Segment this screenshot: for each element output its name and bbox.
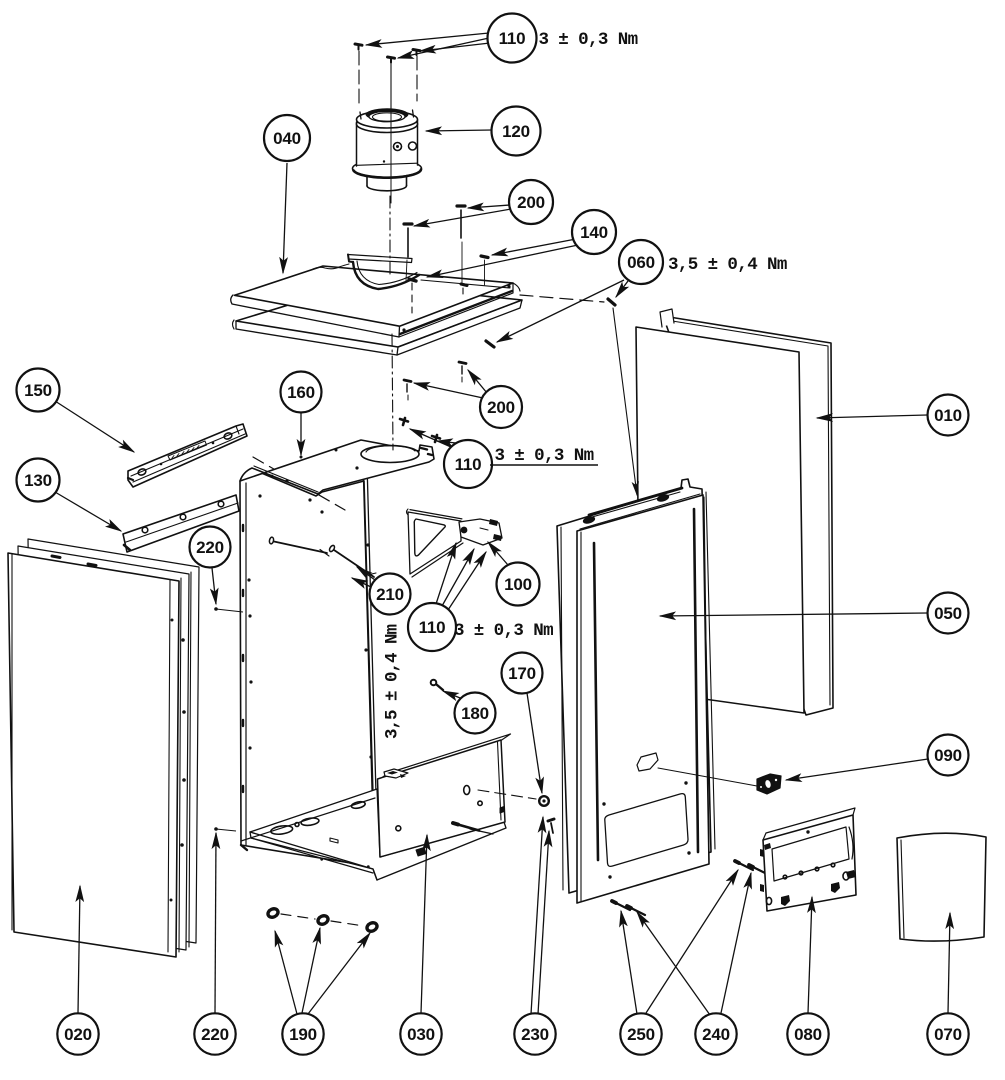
svg-text:110: 110 bbox=[455, 455, 482, 474]
svg-text:220: 220 bbox=[196, 538, 224, 557]
svg-text:090: 090 bbox=[934, 746, 962, 765]
svg-text:190: 190 bbox=[289, 1025, 317, 1044]
svg-text:160: 160 bbox=[287, 383, 315, 402]
svg-text:130: 130 bbox=[24, 471, 52, 490]
svg-text:3 ± 0,3 Nm: 3 ± 0,3 Nm bbox=[539, 30, 638, 50]
svg-text:110: 110 bbox=[419, 618, 446, 637]
svg-text:080: 080 bbox=[794, 1025, 822, 1044]
svg-text:3 ± 0,3 Nm: 3 ± 0,3 Nm bbox=[454, 621, 553, 641]
svg-text:200: 200 bbox=[487, 398, 515, 417]
svg-text:050: 050 bbox=[934, 604, 962, 623]
svg-text:140: 140 bbox=[580, 223, 608, 242]
svg-text:070: 070 bbox=[934, 1025, 962, 1044]
svg-text:010: 010 bbox=[934, 406, 962, 425]
svg-text:020: 020 bbox=[64, 1025, 92, 1044]
svg-text:200: 200 bbox=[517, 193, 545, 212]
svg-text:100: 100 bbox=[504, 575, 532, 594]
svg-text:3 ± 0,3 Nm: 3 ± 0,3 Nm bbox=[495, 446, 594, 466]
svg-text:250: 250 bbox=[627, 1025, 655, 1044]
svg-text:060: 060 bbox=[627, 253, 655, 272]
svg-text:240: 240 bbox=[702, 1025, 730, 1044]
svg-text:120: 120 bbox=[502, 122, 530, 141]
svg-text:3,5 ± 0,4 Nm: 3,5 ± 0,4 Nm bbox=[668, 255, 787, 275]
svg-text:3,5 ± 0,4 Nm: 3,5 ± 0,4 Nm bbox=[383, 624, 403, 739]
svg-text:230: 230 bbox=[521, 1025, 549, 1044]
svg-text:210: 210 bbox=[376, 585, 404, 604]
svg-text:220: 220 bbox=[201, 1025, 229, 1044]
svg-text:030: 030 bbox=[407, 1025, 435, 1044]
svg-text:180: 180 bbox=[461, 704, 489, 723]
svg-text:150: 150 bbox=[24, 381, 52, 400]
svg-text:170: 170 bbox=[508, 664, 536, 683]
svg-text:040: 040 bbox=[273, 129, 301, 148]
svg-text:110: 110 bbox=[499, 29, 526, 48]
